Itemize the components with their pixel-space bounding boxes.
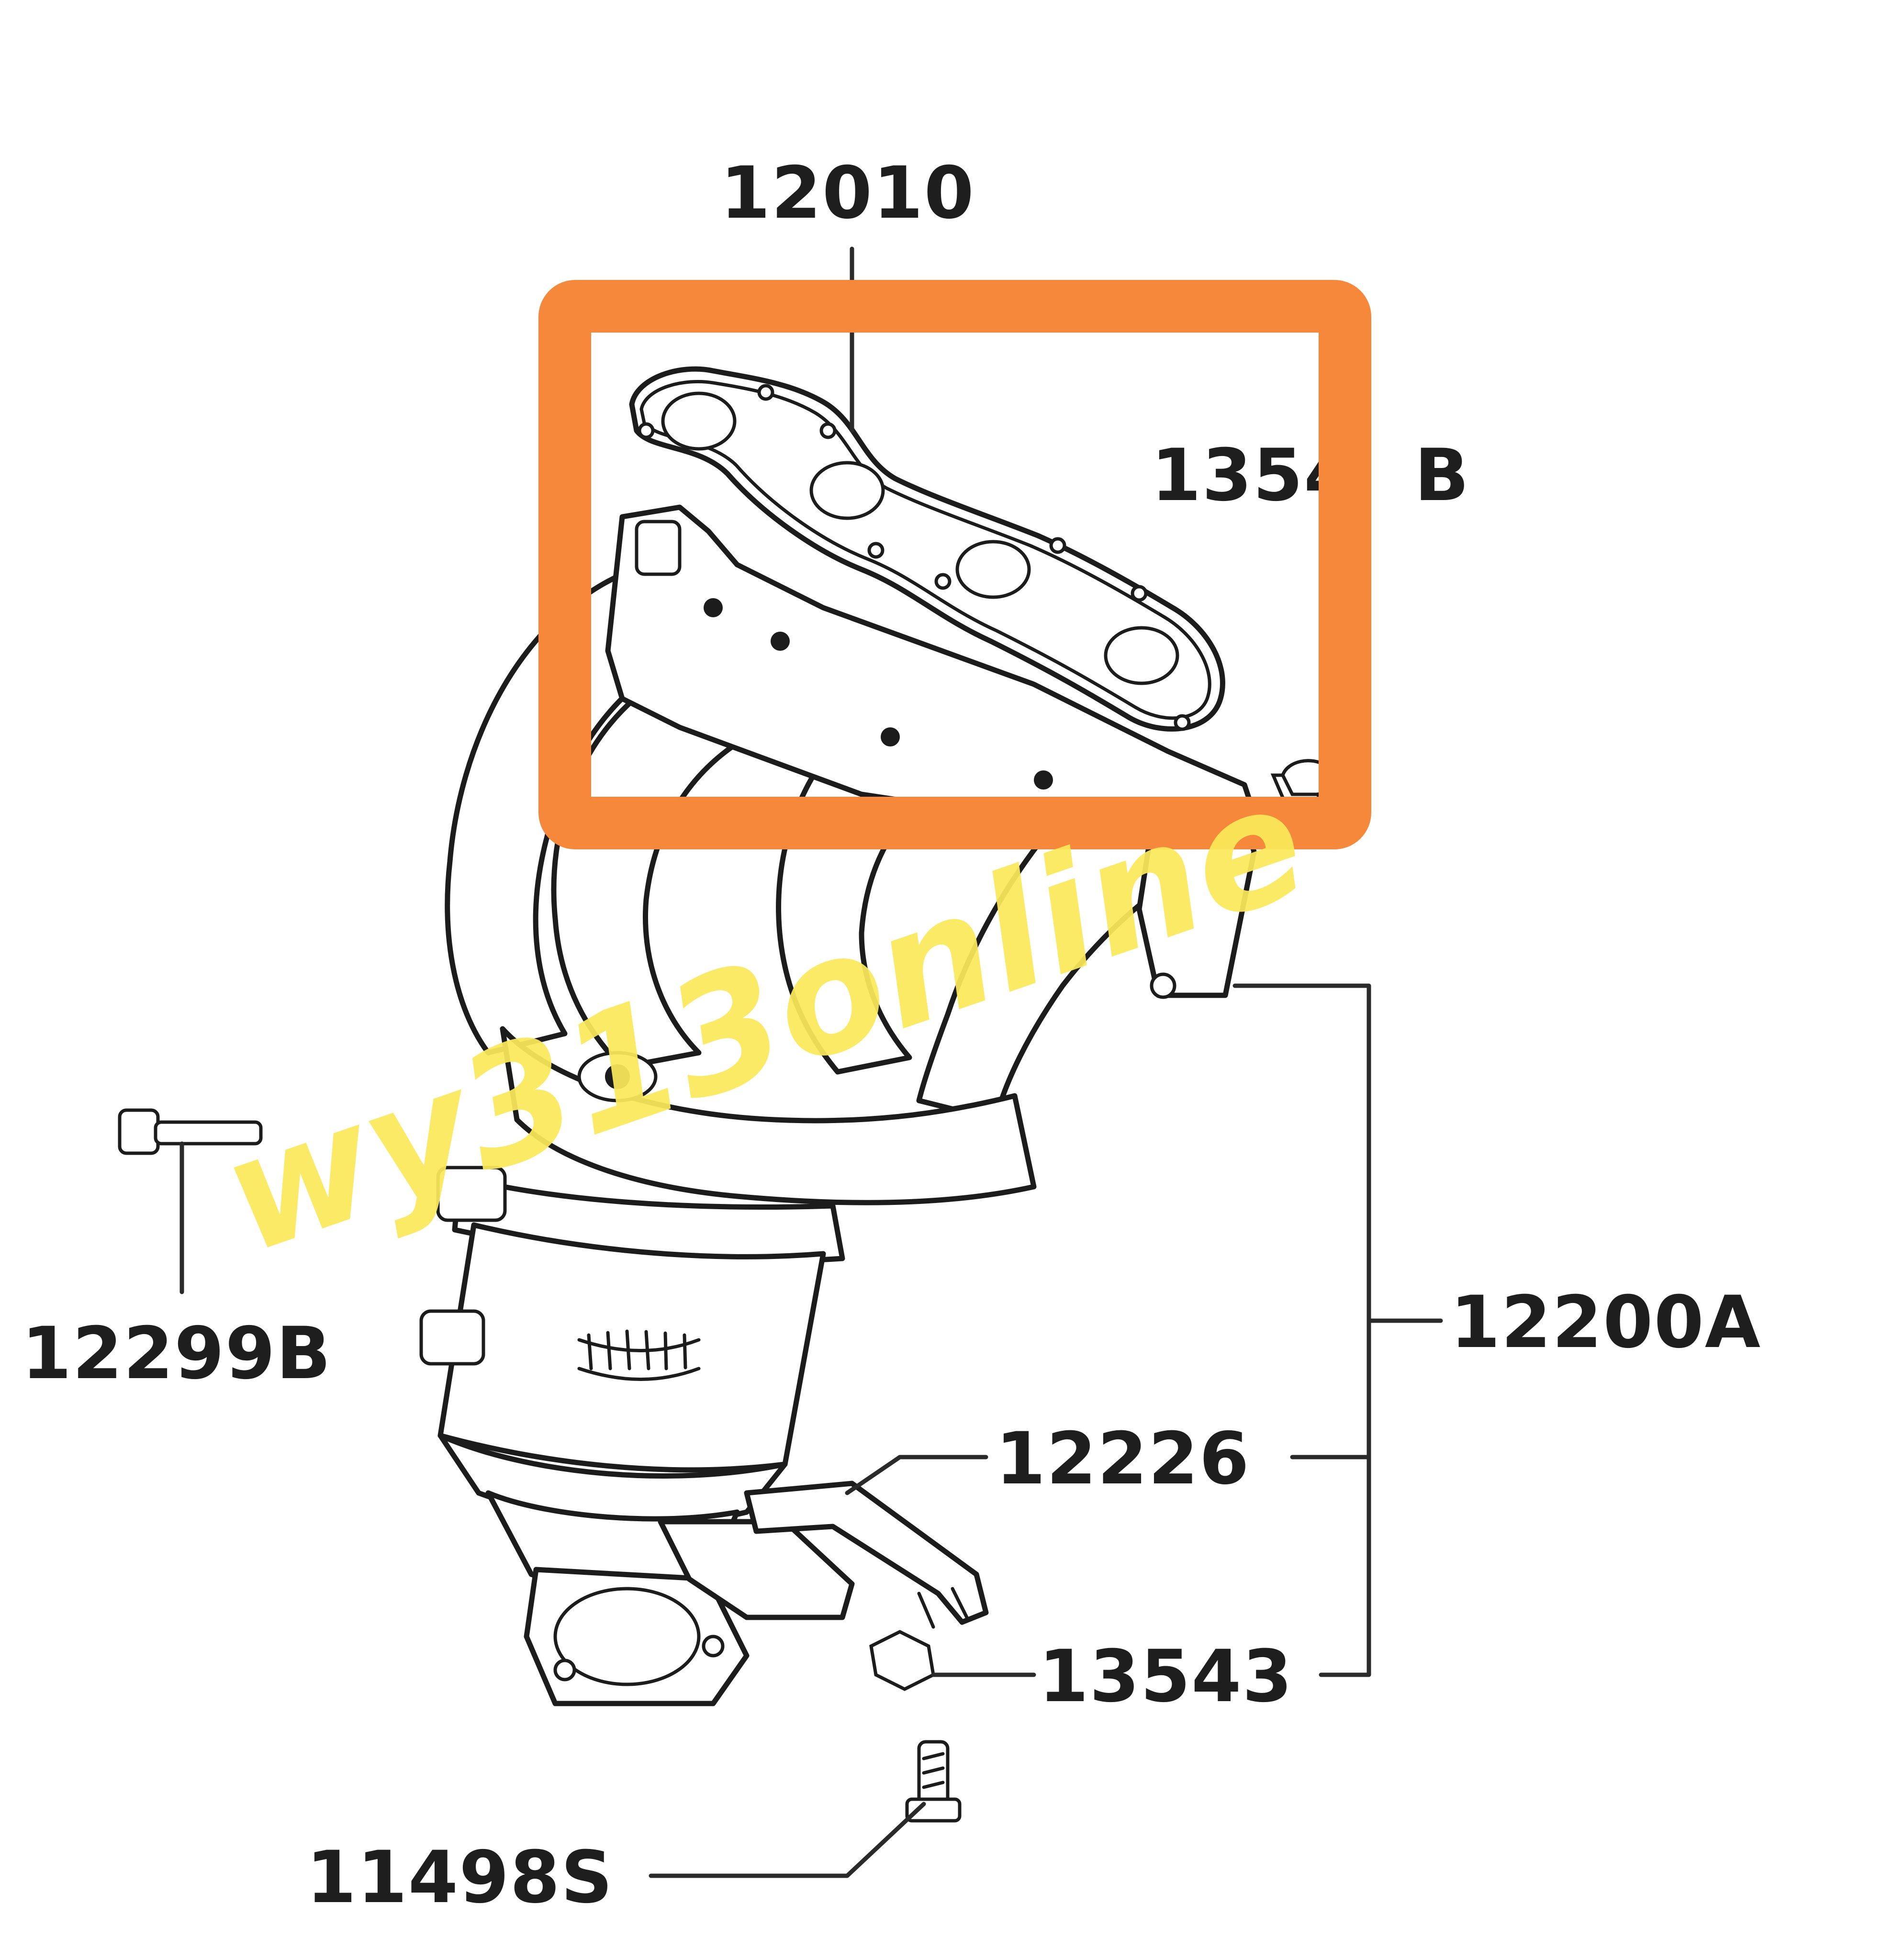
- leader-11498s: [649, 1802, 926, 1878]
- label-12226: 12226: [996, 1417, 1250, 1501]
- label-12299b: 12299B: [22, 1312, 332, 1395]
- label-13548b-suffix: B: [1414, 434, 1470, 517]
- highlight-box: [538, 280, 1371, 849]
- label-12010: 12010: [720, 152, 975, 235]
- catalytic-manifold-drawing: [118, 366, 1333, 1823]
- label-11498s: 11498S: [306, 1836, 614, 1919]
- leader-12226: [845, 1455, 988, 1495]
- label-12200a: 12200A: [1450, 1281, 1761, 1364]
- label-13543: 13543: [1039, 1635, 1293, 1718]
- assembly-bracket-12200a: [1232, 983, 1443, 1677]
- part-labels: 12010 1354 B 12299B 12200A 12226 13543 1…: [22, 152, 1761, 1919]
- manifold-gasket: [629, 366, 1225, 732]
